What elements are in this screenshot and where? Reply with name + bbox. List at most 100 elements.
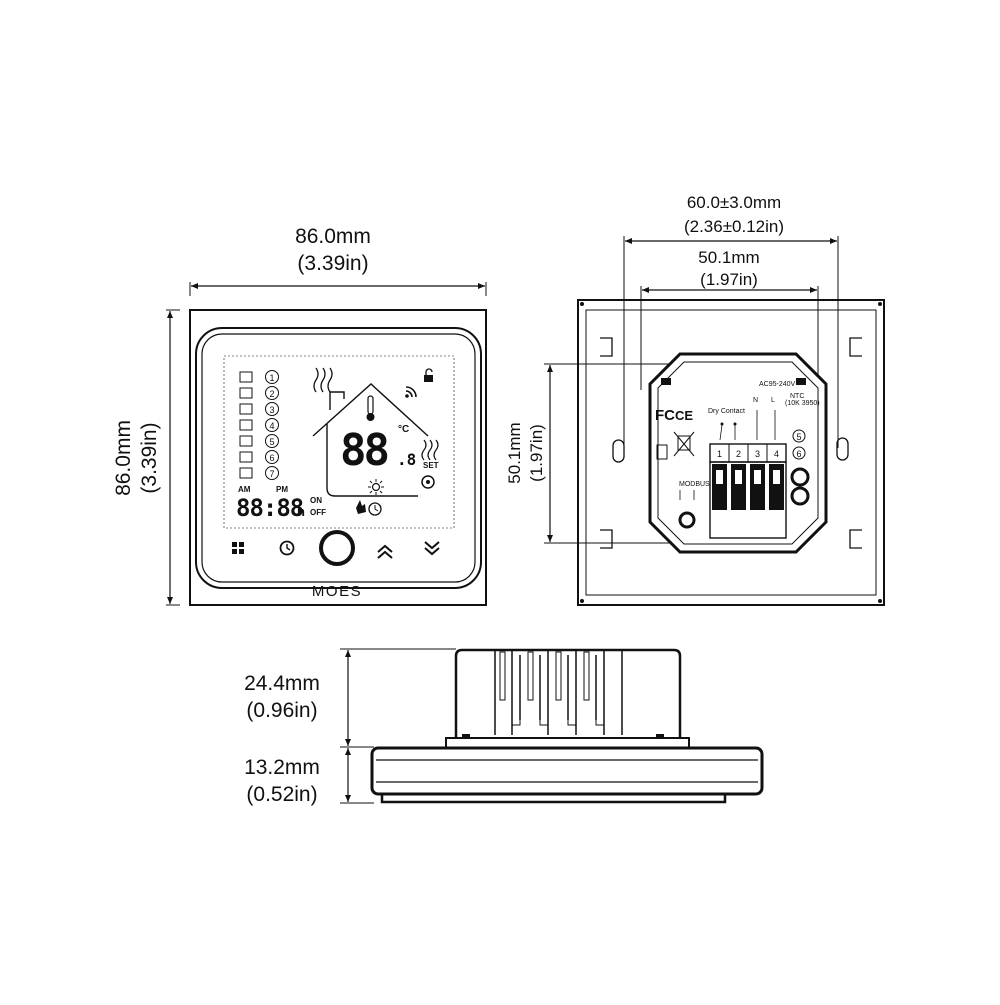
modbus-wires xyxy=(679,490,695,500)
modbus-label: MODBUS xyxy=(679,481,710,488)
back-height-mm: 50.1mm xyxy=(505,422,524,483)
thermometer-icon xyxy=(366,395,375,421)
down-button[interactable] xyxy=(424,541,440,556)
back-module-inner xyxy=(657,361,819,545)
ntc-screw-bottom xyxy=(790,486,810,506)
temperature-display: 88 xyxy=(340,425,387,476)
schedule-icon xyxy=(239,387,253,399)
n-label: N xyxy=(753,397,758,404)
terminal-ribs xyxy=(494,650,623,735)
home-icon xyxy=(239,371,253,383)
back-view: 60.0±3.0mm (2.36±0.12in) 50.1mm (1.97in)… xyxy=(505,193,885,606)
am-label: AM xyxy=(238,485,251,494)
on-label: ON xyxy=(310,496,322,505)
front-width-mm: 86.0mm xyxy=(295,225,371,248)
fcc-mark: FC xyxy=(655,407,675,424)
schedule-icon xyxy=(239,435,253,447)
voltage-label: AC95-240V xyxy=(759,381,796,388)
back-outer-width-in: (2.36±0.12in) xyxy=(684,217,784,236)
fan-mode-icon xyxy=(421,475,435,489)
ntc-spec: (10K 3950) xyxy=(785,400,820,407)
terminal-block xyxy=(709,461,787,539)
front-height-in: (3.39in) xyxy=(138,422,161,493)
ntc-label: NTC xyxy=(790,393,804,400)
floor-heating-icon xyxy=(421,439,439,461)
l-label: L xyxy=(771,397,775,404)
back-plate-outer xyxy=(577,299,885,606)
power-button[interactable] xyxy=(319,530,355,566)
program-item: 4 xyxy=(239,418,279,432)
program-number: 4 xyxy=(269,421,274,431)
front-panel-side xyxy=(370,746,764,796)
back-outer-width-mm: 60.0±3.0mm xyxy=(687,193,781,212)
temperature-unit: °C xyxy=(398,424,409,435)
schedule-icon xyxy=(239,419,253,431)
ip-rating-icon xyxy=(656,444,668,460)
ntc-screw-top xyxy=(790,467,810,487)
brand-logo: MOES xyxy=(312,583,362,600)
extra-terminal-number: 5 xyxy=(796,432,801,442)
program-number: 3 xyxy=(269,405,274,415)
back-plate-inner xyxy=(585,309,877,596)
weee-bin-icon xyxy=(673,431,695,457)
program-number: 2 xyxy=(269,389,274,399)
terminal-number: 2 xyxy=(736,449,741,459)
program-number: 6 xyxy=(269,453,274,463)
program-item: 2 xyxy=(239,386,279,400)
screw-slot-left xyxy=(612,439,625,463)
set-label: SET xyxy=(423,461,439,470)
temperature-decimal: .8 xyxy=(397,450,416,469)
extra-terminal-number: 6 xyxy=(796,449,801,459)
time-suffix: h xyxy=(297,504,305,519)
wiring-lines xyxy=(719,410,776,441)
mounting-clips xyxy=(600,337,862,549)
program-item: 6 xyxy=(239,450,279,464)
terminal-number: 4 xyxy=(774,449,779,459)
front-height-mm: 86.0mm xyxy=(112,420,135,496)
front-width-in: (3.39in) xyxy=(297,252,368,275)
program-list: 1 2 3 4 5 xyxy=(239,370,279,480)
terminal-screws xyxy=(712,464,784,510)
body-depth-mm: 24.4mm xyxy=(244,672,320,695)
panel-depth-mm: 13.2mm xyxy=(244,756,320,779)
hand-icon xyxy=(356,500,366,514)
modbus-screw xyxy=(678,511,696,529)
sleep-icon xyxy=(239,467,253,479)
manual-clock-icon xyxy=(368,502,382,516)
side-view: 24.4mm (0.96in) 13.2mm (0.52in) xyxy=(244,648,764,806)
program-number: 7 xyxy=(269,469,274,479)
heating-waves-icon xyxy=(313,367,333,393)
dry-contact-label: Dry Contact xyxy=(708,408,745,415)
terminal-number: 3 xyxy=(755,449,760,459)
menu-button[interactable] xyxy=(232,542,244,554)
house-outline xyxy=(312,383,429,497)
program-item: 3 xyxy=(239,402,279,416)
front-view: 86.0mm (3.39in) 86.0mm (3.39in) 1 2 xyxy=(112,225,487,606)
program-item: 7 xyxy=(239,466,279,480)
program-number: 5 xyxy=(269,437,274,447)
clock-button[interactable] xyxy=(279,540,295,556)
back-inner-width-mm: 50.1mm xyxy=(698,248,759,267)
schedule-icon xyxy=(239,451,253,463)
panel-depth-in: (0.52in) xyxy=(246,783,317,806)
schedule-icon xyxy=(239,403,253,415)
time-display: 88:88 xyxy=(236,494,303,522)
terminal-number: 1 xyxy=(717,449,722,459)
screw-slot-right xyxy=(836,437,849,461)
program-item: 1 xyxy=(239,370,279,384)
up-button[interactable] xyxy=(377,544,393,559)
back-inner-width-in: (1.97in) xyxy=(700,270,758,289)
off-label: OFF xyxy=(310,508,326,517)
body-depth-in: (0.96in) xyxy=(246,699,317,722)
program-number: 1 xyxy=(269,373,274,383)
glass-edge xyxy=(380,794,727,804)
back-height-in: (1.97in) xyxy=(527,424,546,482)
lcd-area xyxy=(223,355,455,529)
ce-mark: CE xyxy=(675,408,693,423)
pm-label: PM xyxy=(276,485,288,494)
program-item: 5 xyxy=(239,434,279,448)
lock-icon xyxy=(424,368,433,382)
wifi-icon xyxy=(405,386,417,398)
